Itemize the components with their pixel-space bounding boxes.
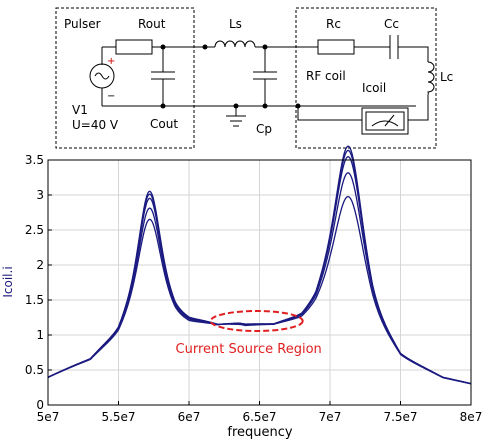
y-tick-label: 2.5 <box>25 223 44 237</box>
lc-label: Lc <box>440 70 453 84</box>
junction-dots <box>160 44 301 109</box>
cp-label: Cp <box>256 122 272 136</box>
x-tick-label: 6.5e7 <box>242 410 276 424</box>
x-tick-label: 8e7 <box>460 410 483 424</box>
junction-dot <box>295 103 301 109</box>
cout-label: Cout <box>150 117 178 131</box>
y-tick-label: 0.5 <box>25 363 44 377</box>
series-line <box>47 195 472 385</box>
x-tick-label: 5.5e7 <box>101 410 135 424</box>
icoil-ammeter <box>361 107 409 135</box>
y-tick-label: 1 <box>36 328 44 342</box>
circuit-schematic <box>55 7 437 149</box>
junction-dot <box>262 44 268 50</box>
cp-capacitor <box>253 47 277 106</box>
annotation-label: Current Source Region <box>176 342 322 357</box>
icoil-label: Icoil <box>362 81 386 95</box>
junction-dot <box>233 103 239 109</box>
x-axis-ticks: 5e7 5.5e7 6e7 6.5e7 7e7 7.5e7 8e7 <box>37 401 483 424</box>
y-axis-label: Icoil.i <box>1 266 15 297</box>
pulser-box <box>55 7 195 149</box>
series-lines <box>47 145 472 385</box>
plus-sign: + <box>107 56 115 67</box>
coil-box <box>295 7 437 149</box>
ls-label: Ls <box>229 17 242 31</box>
voltage-source <box>89 63 115 89</box>
rout-label: Rout <box>138 17 166 31</box>
y-tick-label: 1.5 <box>25 293 44 307</box>
cc-label: Cc <box>384 17 399 31</box>
v1-label: V1 <box>72 103 88 117</box>
ammeter-needle <box>371 114 399 127</box>
junction-dot <box>160 103 166 109</box>
schematic-labels: Pulser Rout Ls Rc Cc RF coil Icoil Lc V1… <box>64 17 453 136</box>
x-tick-label: 7.5e7 <box>383 410 417 424</box>
sine-symbol <box>94 72 110 80</box>
x-tick-label: 6e7 <box>178 410 201 424</box>
junction-dot <box>202 44 208 50</box>
rout-resistor <box>115 39 153 55</box>
x-tick-label: 5e7 <box>37 410 60 424</box>
cc-capacitor <box>389 35 399 59</box>
lc-inductor <box>427 61 435 96</box>
x-axis-label: frequency <box>227 425 293 440</box>
ammeter-dial <box>365 111 405 131</box>
frequency-response-chart: Current Source Region 5e7 5.5e7 6e7 6.5e7 7e… <box>1 145 483 440</box>
y-tick-label: 0 <box>36 398 44 412</box>
x-tick-label: 7e7 <box>319 410 342 424</box>
rc-label: Rc <box>326 17 341 31</box>
pulser-label: Pulser <box>64 17 101 31</box>
y-tick-label: 3 <box>36 188 44 202</box>
y-tick-label: 2 <box>36 258 44 272</box>
minus-sign: − <box>107 91 115 102</box>
ground-symbol <box>226 106 246 127</box>
junction-dot <box>262 103 268 109</box>
current-source-ellipse <box>209 310 304 332</box>
rf-coil-label: RF coil <box>306 69 346 83</box>
u-label: U=40 V <box>72 118 119 132</box>
cout-capacitor <box>151 47 175 106</box>
y-axis-ticks: 0 0.5 1 1.5 2 2.5 3 3.5 <box>25 153 52 412</box>
top-wire <box>102 46 429 62</box>
ammeter-wire <box>297 106 362 121</box>
rc-resistor <box>317 39 355 55</box>
junction-dot <box>160 44 166 50</box>
y-tick-label: 3.5 <box>25 153 44 167</box>
ls-inductor <box>214 40 256 48</box>
